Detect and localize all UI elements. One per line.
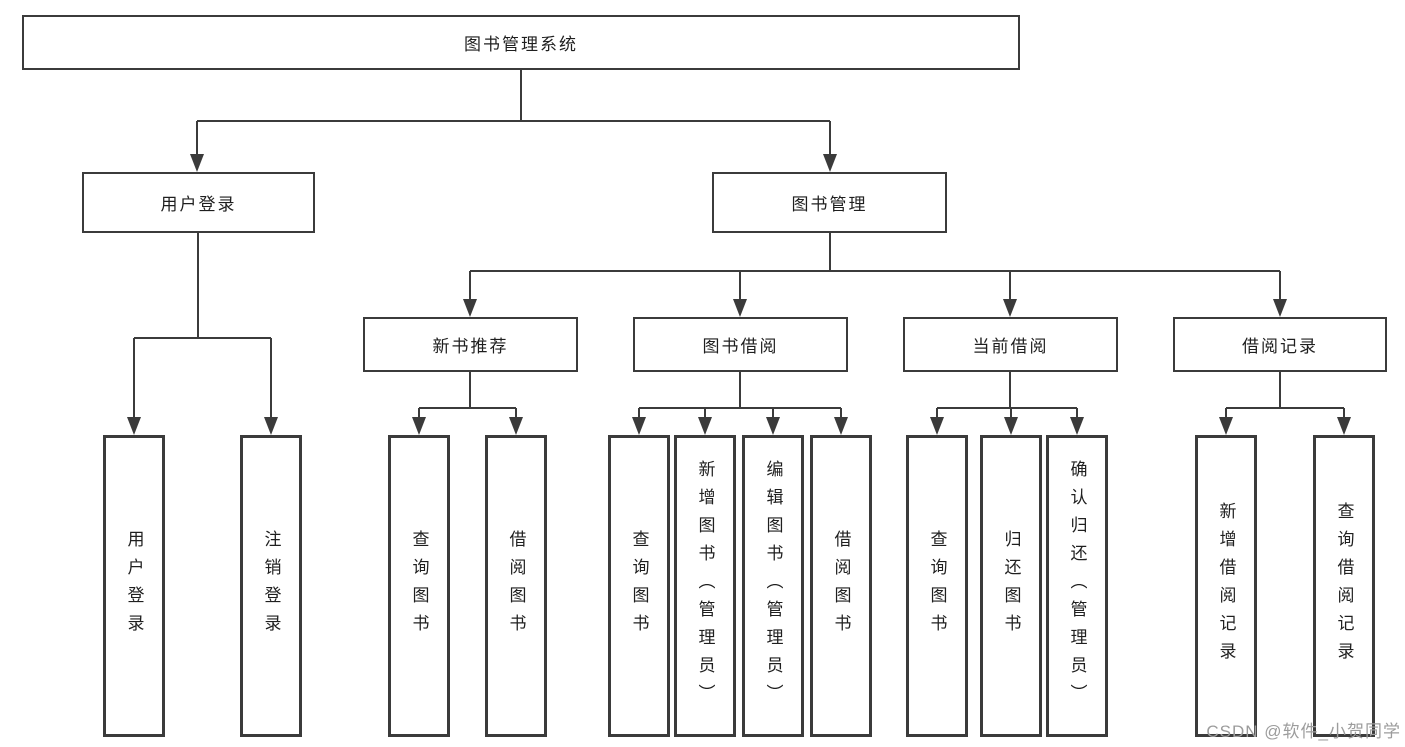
node-leaf-query-books-borrow: 查询图书 (608, 435, 670, 737)
node-leaf-borrow-books-recommend: 借阅图书 (485, 435, 547, 737)
node-label: 查询借阅记录 (1334, 502, 1354, 670)
node-leaf-query-borrow-record: 查询借阅记录 (1313, 435, 1375, 737)
node-book-management: 图书管理 (712, 172, 947, 233)
node-user-login: 用户登录 (82, 172, 315, 233)
node-label: 查询图书 (927, 530, 947, 642)
node-label: 图书借阅 (702, 337, 779, 356)
node-leaf-query-books-current: 查询图书 (906, 435, 968, 737)
node-label: 新书推荐 (432, 337, 509, 356)
node-label: 确认归还（管理员） (1067, 460, 1087, 712)
node-label: 查询图书 (409, 530, 429, 642)
node-leaf-add-book-admin: 新增图书（管理员） (674, 435, 736, 737)
csdn-watermark: CSDN @软件_小贺同学 (1206, 722, 1401, 741)
node-leaf-logout: 注销登录 (240, 435, 302, 737)
node-label: 借阅图书 (506, 530, 526, 642)
node-label: 查询图书 (629, 530, 649, 642)
node-new-book-recommend: 新书推荐 (363, 317, 578, 372)
node-current-borrow: 当前借阅 (903, 317, 1118, 372)
node-label: 用户登录 (160, 195, 237, 214)
node-leaf-edit-book-admin: 编辑图书（管理员） (742, 435, 804, 737)
node-label: 注销登录 (261, 530, 281, 642)
node-leaf-return-books: 归还图书 (980, 435, 1042, 737)
node-label: 借阅记录 (1242, 337, 1318, 356)
node-leaf-query-books-recommend: 查询图书 (388, 435, 450, 737)
node-leaf-confirm-return-admin: 确认归还（管理员） (1046, 435, 1108, 737)
node-leaf-user-login: 用户登录 (103, 435, 165, 737)
node-label: 编辑图书（管理员） (763, 460, 783, 712)
node-label: 新增图书（管理员） (695, 460, 715, 712)
node-leaf-borrow-books: 借阅图书 (810, 435, 872, 737)
node-label: 图书管理系统 (464, 35, 578, 54)
node-label: 图书管理 (791, 195, 868, 214)
node-label: 借阅图书 (831, 530, 851, 642)
node-label: 当前借阅 (972, 337, 1049, 356)
node-root: 图书管理系统 (22, 15, 1020, 70)
node-leaf-add-borrow-record: 新增借阅记录 (1195, 435, 1257, 737)
node-label: 用户登录 (124, 530, 144, 642)
node-label: 新增借阅记录 (1216, 502, 1236, 670)
node-borrow-records: 借阅记录 (1173, 317, 1387, 372)
node-label: 归还图书 (1001, 530, 1021, 642)
node-book-borrow: 图书借阅 (633, 317, 848, 372)
